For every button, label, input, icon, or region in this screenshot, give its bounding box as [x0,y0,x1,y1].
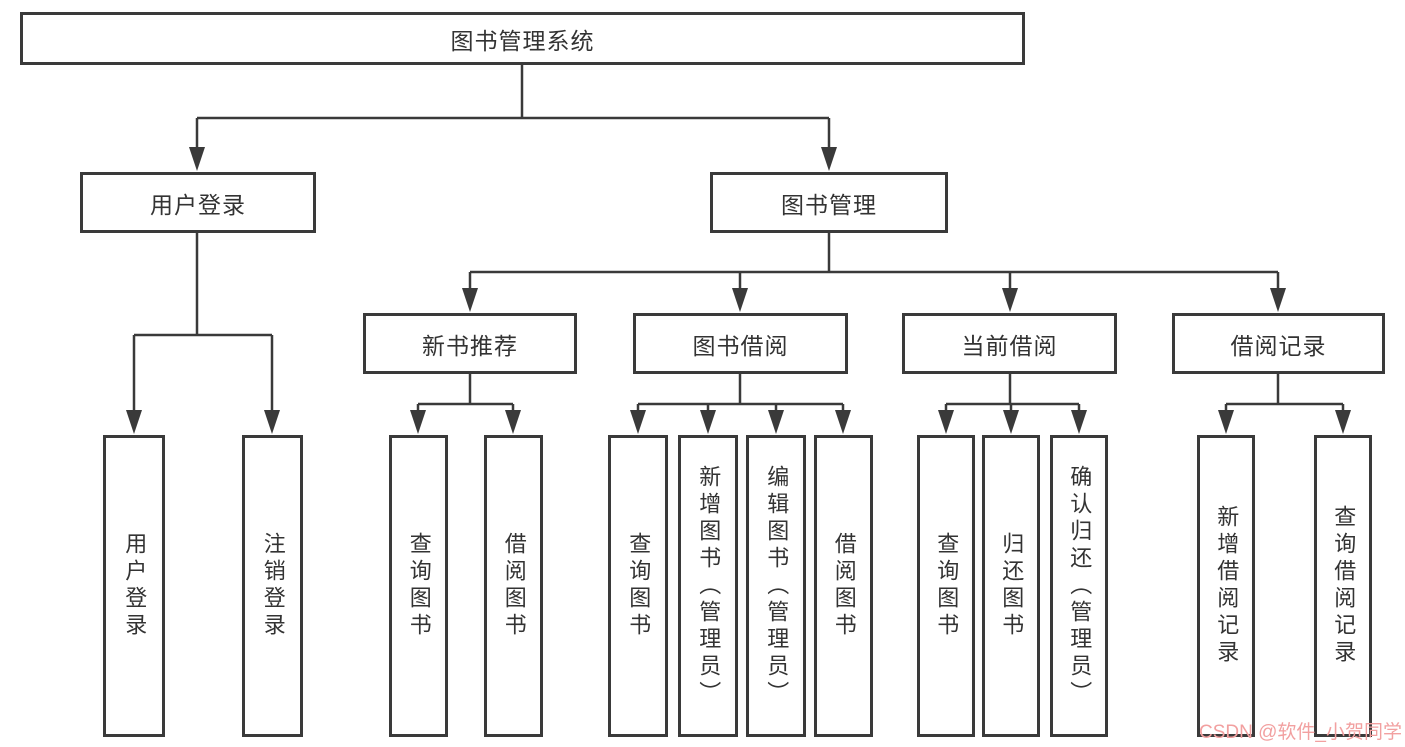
edge-userlogin-to-leaves [132,232,274,413]
node-user-login-branch: 用户登录 [80,172,316,233]
node-label: 新增图书（管理员） [696,464,722,708]
leaf-query-books-1: 查询图书 [389,435,448,737]
leaf-query-books-2: 查询图书 [608,435,668,737]
node-label: 用户登录 [122,532,148,640]
node-label: 借阅图书 [501,532,527,640]
node-label: 图书管理 [781,191,877,218]
leaf-add-books-admin: 新增图书（管理员） [678,435,738,737]
node-label: 新增借阅记录 [1214,505,1240,667]
edge-records-to-leaves [1224,373,1345,413]
arrowheads [126,147,1351,434]
node-label: 查询图书 [626,532,652,640]
node-book-management-branch: 图书管理 [710,172,948,233]
node-new-book-recommend: 新书推荐 [363,313,577,374]
node-label: 用户登录 [150,191,246,218]
node-borrow-records: 借阅记录 [1172,313,1385,374]
node-label: 借阅记录 [1230,332,1327,359]
leaf-user-login: 用户登录 [103,435,165,737]
csdn-watermark: CSDN @软件_小贺同学 [1199,722,1402,743]
node-label: 图书借阅 [692,332,789,359]
edge-borrow-to-leaves [636,373,845,413]
node-label: 查询借阅记录 [1331,505,1357,667]
node-label: 图书管理系统 [450,27,595,54]
leaf-confirm-return-admin: 确认归还（管理员） [1050,435,1108,737]
leaf-logout: 注销登录 [242,435,303,737]
node-label: 确认归还（管理员） [1067,464,1093,708]
node-current-borrow: 当前借阅 [902,313,1117,374]
edge-root-to-level2 [195,64,831,150]
node-library-management-system: 图书管理系统 [20,12,1025,65]
leaf-return-books: 归还图书 [982,435,1040,737]
edge-newbook-to-leaves [416,373,515,413]
leaf-edit-books-admin: 编辑图书（管理员） [746,435,806,737]
leaf-query-borrow-record: 查询借阅记录 [1314,435,1372,737]
node-label: 查询图书 [406,532,432,640]
node-book-borrow: 图书借阅 [633,313,848,374]
node-label: 当前借阅 [961,332,1058,359]
edge-bookmgmt-to-level3 [468,232,1280,291]
leaf-borrow-books-1: 借阅图书 [484,435,543,737]
node-label: 查询图书 [934,532,960,640]
node-label: 借阅图书 [831,532,857,640]
node-label: 新书推荐 [422,332,518,359]
node-label: 编辑图书（管理员） [764,464,790,708]
node-label: 归还图书 [999,532,1025,640]
leaf-add-borrow-record: 新增借阅记录 [1197,435,1255,737]
edge-current-to-leaves [944,373,1081,413]
leaf-query-books-3: 查询图书 [917,435,975,737]
node-label: 注销登录 [260,532,286,640]
leaf-borrow-books-2: 借阅图书 [814,435,873,737]
